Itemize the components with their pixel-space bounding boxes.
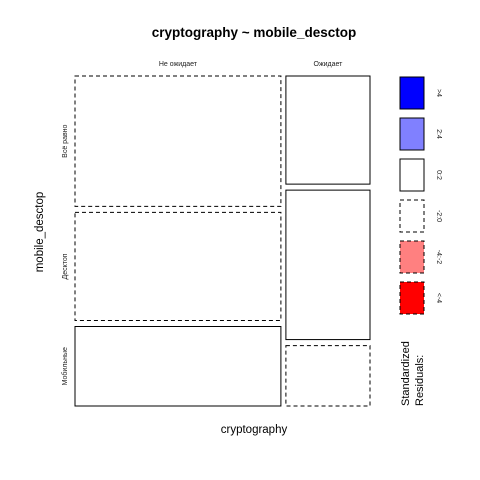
x-level-labels: Не ожидает Ожидает — [159, 61, 343, 68]
residuals-legend: >4 2:4 0:2 -2:0 -4:-2 <-4 — [399, 76, 442, 315]
y-level-label: Всё равно — [62, 124, 69, 157]
legend-label: -4:-2 — [435, 250, 442, 265]
legend-title-line1: Standardized — [400, 341, 412, 406]
x-axis-title: cryptography — [221, 424, 288, 436]
legend-swatch — [399, 240, 425, 274]
y-axis-title: mobile_desctop — [34, 192, 46, 273]
y-level-label: Мобильные — [61, 347, 69, 385]
legend-title-line2: Residuals: — [414, 355, 426, 406]
mosaic-tile — [74, 75, 282, 207]
mosaic-tile — [285, 189, 371, 341]
legend-swatch — [399, 281, 425, 315]
legend-swatch — [399, 117, 425, 151]
mosaic-tile — [74, 211, 282, 322]
legend-label: >4 — [435, 89, 442, 97]
mosaic-tile — [285, 75, 371, 185]
x-level-label: Не ожидает — [159, 61, 198, 68]
legend-swatch — [399, 158, 425, 192]
chart-title: cryptography ~ mobile_desctop — [152, 25, 356, 40]
mosaic-tile — [74, 326, 282, 407]
y-level-label: Десктоп — [62, 253, 69, 279]
legend-label: -2:0 — [435, 210, 442, 222]
legend-swatch — [399, 199, 425, 233]
legend-label: 2:4 — [435, 129, 442, 139]
x-level-label: Ожидает — [314, 61, 344, 68]
legend-label: 0:2 — [435, 170, 442, 180]
legend-swatch — [399, 76, 425, 110]
mosaic-tiles — [74, 75, 371, 407]
legend-label: <-4 — [435, 293, 442, 303]
mosaic-tile — [285, 345, 371, 407]
